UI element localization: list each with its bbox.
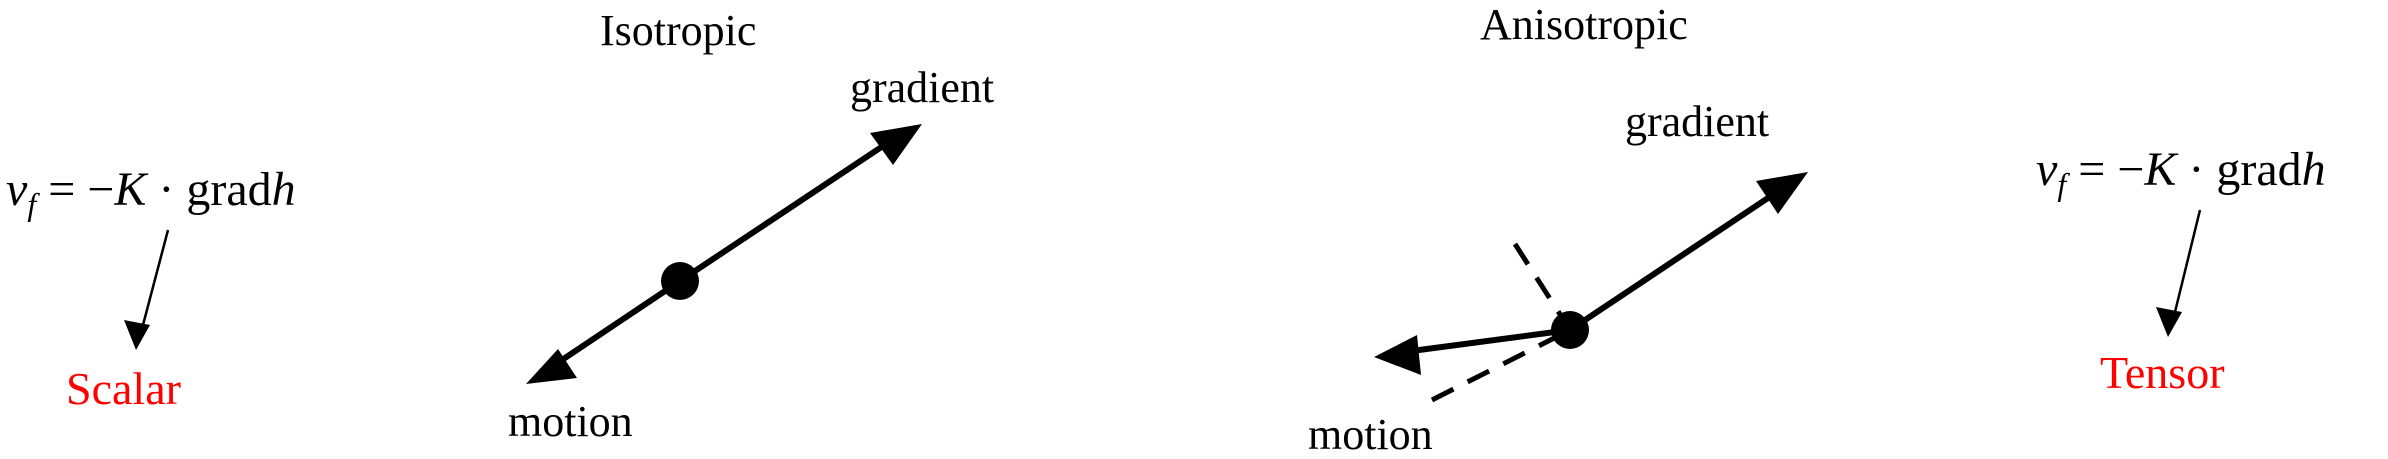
anisotropic-motion-label: motion	[1308, 410, 1433, 459]
anisotropic-title: Anisotropic	[1480, 0, 1688, 49]
tensor-pointer-arrow	[2156, 209, 2202, 337]
isotropic-particle	[661, 262, 699, 300]
conductivity-symbol: K	[2144, 143, 2177, 196]
equals-minus: = −	[2066, 143, 2145, 196]
equals-minus: = −	[36, 163, 115, 216]
scalar-pointer-arrow	[124, 229, 170, 350]
tensor-label: Tensor	[2100, 347, 2225, 398]
anisotropic-axis-dashed-lower	[1430, 327, 1572, 403]
isotropic-gradient-label: gradient	[850, 63, 995, 112]
conductivity-symbol: K	[114, 163, 147, 216]
right-flow-equation: vf = −K · gradh	[2036, 143, 2326, 202]
isotropic-title: Isotropic	[600, 6, 757, 55]
left-flow-equation: vf = −K · gradh	[6, 163, 296, 222]
dot-grad: · grad	[2176, 143, 2302, 196]
head-symbol: h	[2301, 143, 2326, 196]
dot-grad: · grad	[146, 163, 272, 216]
anisotropic-motion-arrow	[1374, 327, 1571, 375]
isotropic-gradient-arrow	[678, 124, 922, 284]
velocity-subscript: f	[2057, 166, 2067, 202]
velocity-symbol: v	[6, 163, 28, 216]
anisotropic-gradient-arrow	[1568, 172, 1808, 333]
scalar-label: Scalar	[66, 363, 181, 414]
anisotropic-gradient-label: gradient	[1625, 97, 1770, 146]
velocity-subscript: f	[27, 186, 37, 222]
isotropic-motion-label: motion	[508, 397, 633, 446]
head-symbol: h	[271, 163, 296, 216]
isotropic-motion-arrow	[526, 278, 682, 384]
anisotropic-particle	[1551, 311, 1589, 349]
velocity-symbol: v	[2036, 143, 2058, 196]
